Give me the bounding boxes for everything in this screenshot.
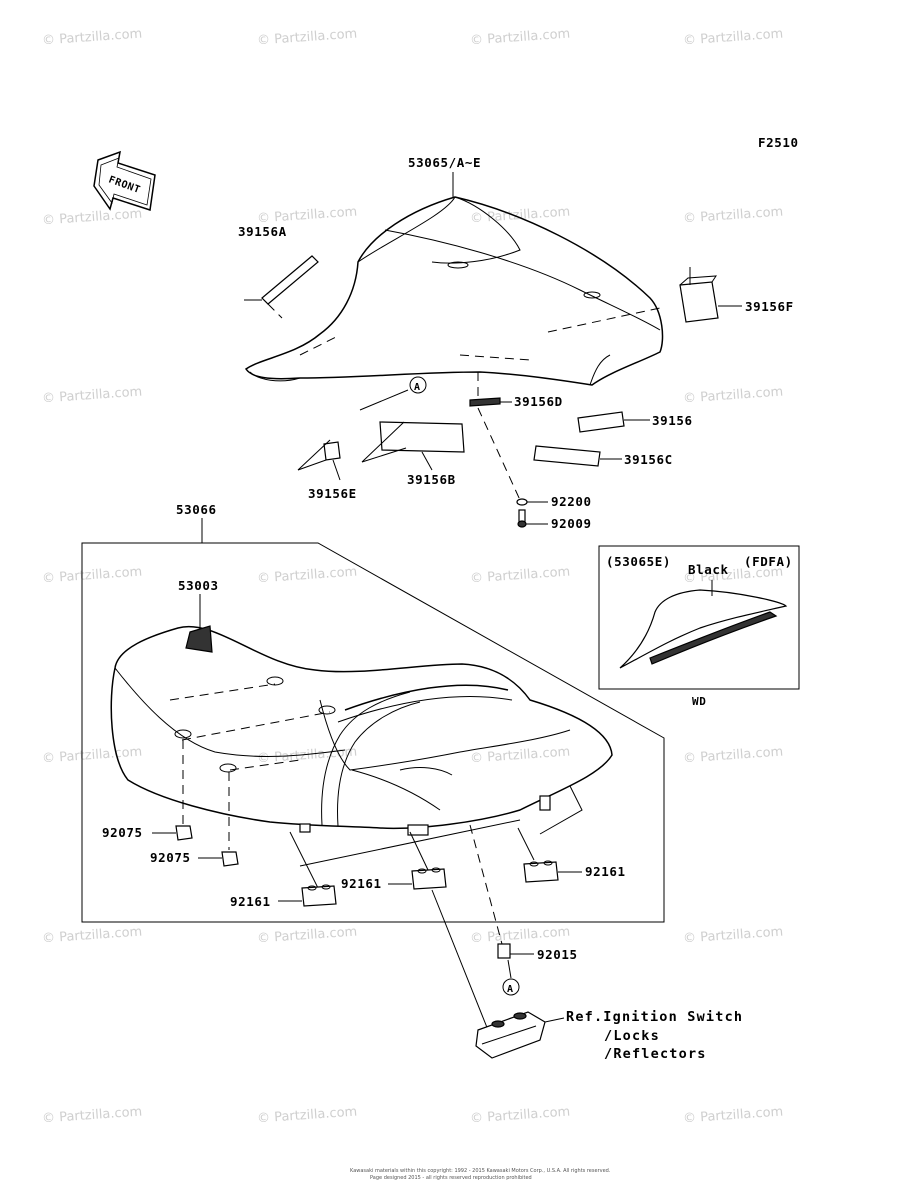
callout-marker-a-top: A [359,376,427,411]
label-39156B: 39156B [407,472,456,487]
label-39156: 39156 [652,413,693,428]
seat-assembly-frame [81,518,665,923]
label-39156D: 39156D [514,394,563,409]
inset-53065E [598,545,800,690]
part-39156F-block [679,267,742,323]
grommet-tie-line [299,819,521,867]
part-92075-nut-a [152,740,193,841]
copyright-line-1: Kawasaki materials within this copyright… [350,1168,611,1174]
label-53003: 53003 [178,578,219,593]
part-39156C-pad [533,445,622,467]
reference-line-2: /Locks [604,1028,660,1044]
part-92200-washer [477,407,548,506]
part-92009-screw [517,509,548,528]
svg-text:A: A [507,984,514,995]
label-92200: 92200 [551,494,592,509]
label-53065: 53065/A~E [408,155,481,170]
part-92161-grommet-a [278,831,337,907]
part-39156D-pad [469,372,512,407]
inset-caption: WD [692,695,706,708]
label-39156A: 39156A [238,224,287,239]
part-92075-nut-b [198,772,239,867]
copyright-line-2: Page designed 2015 - all rights reserved… [370,1175,532,1181]
inset-part-label: (53065E) [606,554,671,569]
label-92009: 92009 [551,516,592,531]
label-92075-a: 92075 [102,825,143,840]
reference-line-3: /Reflectors [604,1046,707,1062]
part-92161-grommet-c [517,785,583,883]
label-92015: 92015 [537,947,578,962]
reference-line-1: Ref.Ignition Switch [566,1009,743,1025]
ignition-lock-part [431,889,565,1059]
callout-marker-a-bottom: A [502,959,520,996]
label-39156E: 39156E [308,486,357,501]
label-92075-b: 92075 [150,850,191,865]
inset-code-label: (FDFA) [744,554,793,569]
label-92161-a: 92161 [230,894,271,909]
seat-cowl [244,196,664,386]
part-39156E-pad [297,439,341,481]
part-39156B-pad [361,421,465,471]
part-39156-pad [577,411,650,433]
part-92161-grommet-b [388,831,447,890]
inset-frame [598,545,800,690]
label-92161-b: 92161 [341,876,382,891]
part-92015-collar [469,824,534,959]
label-39156C: 39156C [624,452,673,467]
label-39156F: 39156F [745,299,794,314]
front-arrow-icon: FRONT [93,150,156,211]
part-39156A-pad [244,255,319,319]
label-53066: 53066 [176,502,217,517]
inset-color-label: Black [688,562,729,577]
label-92161-c: 92161 [585,864,626,879]
svg-text:A: A [414,382,421,393]
figure-code: F2510 [758,135,799,150]
seat-53066 [110,625,613,836]
